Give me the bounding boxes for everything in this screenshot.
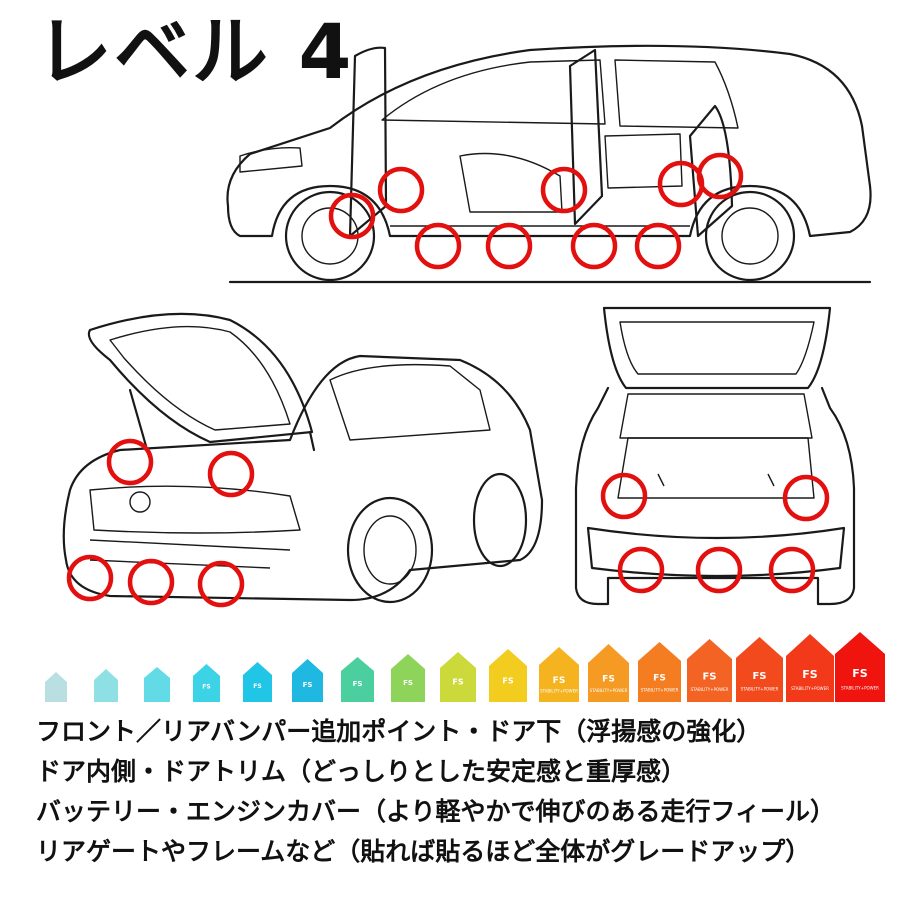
level-badge: FS (390, 654, 425, 702)
marker-rear-bumper-right (768, 546, 816, 594)
marker-front-bumper-right (197, 560, 245, 608)
svg-text:FS: FS (302, 681, 312, 689)
marker-sill-1 (414, 222, 462, 270)
level-badge: FS (291, 659, 323, 702)
caption-tailgate-frame: リアゲートやフレームなど（貼れば貼るほど全体がグレードアップ） (36, 837, 811, 866)
marker-battery (106, 438, 154, 486)
caption-list: フロント／リアバンパー追加ポイント・ドア下（浮揚感の強化） ドア内側・ドアトリム… (36, 712, 896, 872)
level-badge: FS STABILITY+POWER (835, 632, 885, 702)
level-badge: FS STABILITY+POWER (736, 637, 783, 702)
svg-text:STABILITY+POWER: STABILITY+POWER (590, 688, 628, 693)
level-badge (45, 672, 67, 702)
svg-text:FS: FS (702, 672, 716, 683)
level-badge: FS STABILITY+POWER (785, 634, 834, 702)
marker-rear-frame-left (600, 472, 648, 520)
svg-text:STABILITY+POWER: STABILITY+POWER (690, 687, 728, 692)
level-badge: FS STABILITY+POWER (538, 647, 579, 702)
svg-text:STABILITY+POWER: STABILITY+POWER (791, 686, 829, 691)
svg-text:FS: FS (653, 674, 666, 684)
svg-text:STABILITY+POWER: STABILITY+POWER (741, 687, 779, 692)
svg-text:FS: FS (203, 683, 211, 690)
level-badge: FS (489, 649, 528, 702)
marker-seat-rail (540, 166, 588, 214)
marker-front-door-hinge-lower (328, 192, 376, 240)
marker-rear-bumper-left (617, 546, 665, 594)
car-front-view (62, 312, 544, 608)
level-badge: FS (341, 657, 374, 702)
marker-sill-2 (485, 222, 533, 270)
car-rear-view (574, 306, 856, 606)
page-title: レベル 4 (36, 7, 354, 96)
svg-text:FS: FS (802, 668, 818, 681)
svg-text:FS: FS (253, 683, 261, 690)
caption-bumper-door-sill: フロント／リアバンパー追加ポイント・ドア下（浮揚感の強化） (36, 717, 762, 746)
svg-text:STABILITY+POWER: STABILITY+POWER (841, 686, 879, 691)
level-badge: FS (193, 664, 221, 702)
level-badge: FS STABILITY+POWER (686, 639, 732, 702)
level-badge (94, 669, 119, 702)
level-badge: FS (440, 652, 476, 702)
car-side-view (226, 44, 872, 284)
marker-rear-door-hinge-upper (696, 152, 744, 200)
marker-front-bumper-center (127, 558, 175, 606)
caption-door-trim: ドア内側・ドアトリム（どっしりとした安定感と重厚感） (36, 757, 687, 786)
marker-front-door-hinge-upper (377, 166, 425, 214)
marker-sill-4 (634, 222, 682, 270)
level-badge: FS STABILITY+POWER (637, 642, 681, 702)
caption-battery-engine: バッテリー・エンジンカバー（より軽やかで伸びのある走行フィール） (36, 797, 836, 826)
level-badge: FS (242, 662, 272, 702)
marker-front-bumper-left (66, 554, 114, 602)
svg-text:STABILITY+POWER: STABILITY+POWER (540, 688, 578, 693)
svg-text:FS: FS (353, 680, 363, 688)
svg-text:STABILITY+POWER: STABILITY+POWER (640, 687, 678, 692)
level-scale: FS FS FS FS FS FS FS FS STABILITY+POWER FS STABILI… (30, 630, 890, 702)
svg-text:FS: FS (752, 671, 766, 682)
svg-text:FS: FS (552, 676, 565, 686)
marker-rear-bumper-center (695, 546, 743, 594)
marker-sill-3 (570, 222, 618, 270)
level-badge: FS STABILITY+POWER (588, 644, 630, 702)
svg-text:FS: FS (452, 677, 463, 686)
svg-text:FS: FS (602, 675, 615, 685)
level-badge (143, 667, 170, 702)
svg-text:FS: FS (503, 676, 514, 685)
svg-text:FS: FS (852, 667, 868, 680)
svg-text:FS: FS (403, 679, 413, 687)
marker-rear-frame-right (782, 474, 830, 522)
marker-engine-cover (207, 450, 255, 498)
